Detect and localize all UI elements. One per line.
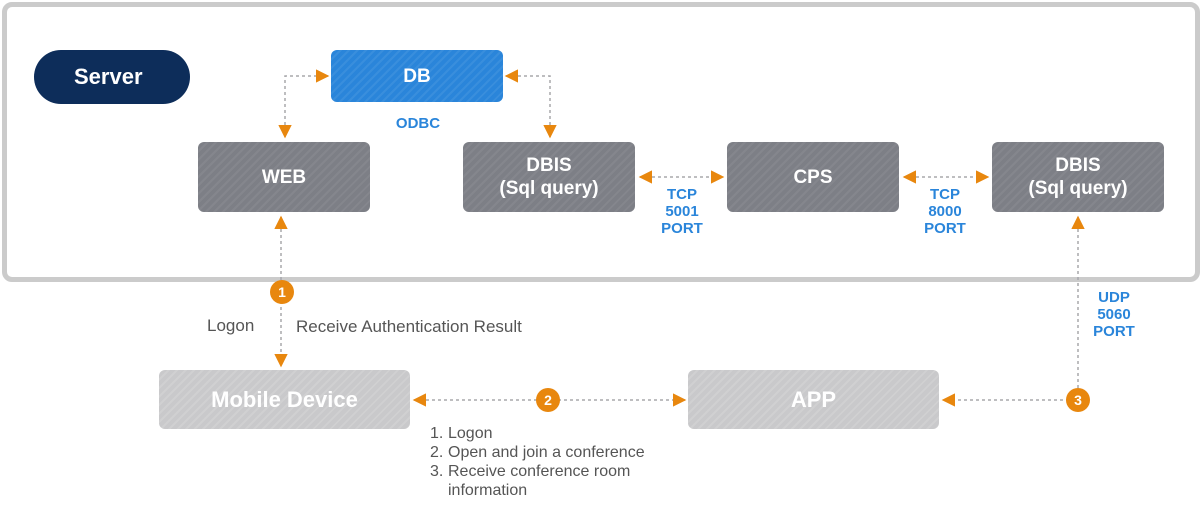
app-node: APP bbox=[688, 370, 939, 429]
web-db-connector bbox=[278, 69, 330, 139]
odbc-label: ODBC bbox=[395, 115, 441, 132]
dbis-left-node: DBIS (Sql query) bbox=[463, 142, 635, 212]
tcp-5001-label: TCP 5001 PORT bbox=[661, 186, 703, 237]
dbis-right-node: DBIS (Sql query) bbox=[992, 142, 1164, 212]
mobile-device-node: Mobile Device bbox=[159, 370, 410, 429]
step-item: 3.Receive conference room information bbox=[430, 463, 631, 499]
auth-result-label: Receive Authentication Result bbox=[296, 317, 522, 336]
step-badge-3: 3 bbox=[1066, 388, 1090, 412]
udp-5060-label: UDP 5060 PORT bbox=[1093, 289, 1135, 340]
tcp-8000-label: TCP 8000 PORT bbox=[924, 186, 966, 237]
step-badge-2: 2 bbox=[536, 388, 560, 412]
step-list: 1.Logon 2.Open and join a conference 3.R… bbox=[430, 424, 668, 500]
step-item: 2.Open and join a conference bbox=[430, 444, 645, 461]
db-dbis-connector bbox=[504, 69, 557, 139]
cps-node: CPS bbox=[727, 142, 899, 212]
dbis-app-connector bbox=[941, 215, 1085, 407]
step-badge-1: 1 bbox=[270, 280, 294, 304]
server-label: Server bbox=[34, 50, 190, 104]
step-item: 1.Logon bbox=[430, 425, 493, 442]
db-node: DB bbox=[331, 50, 503, 102]
logon-label: Logon bbox=[207, 316, 255, 335]
web-node: WEB bbox=[198, 142, 370, 212]
